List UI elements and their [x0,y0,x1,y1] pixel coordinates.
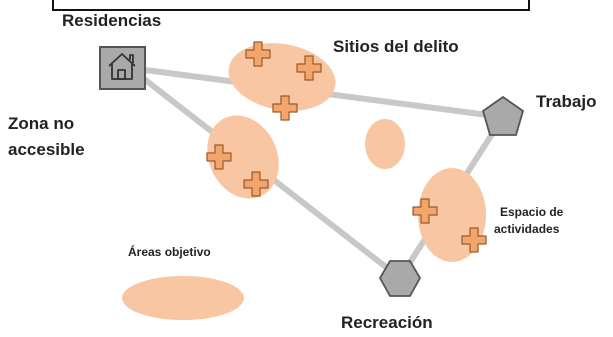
house-icon [108,53,136,80]
crime-markers [206,41,487,253]
target-area-center [365,119,405,169]
crime-marker [206,144,232,170]
target-areas [122,43,486,320]
label-espacio-actividades-1: Espacio de [500,205,564,219]
target-area-left-path [207,115,279,199]
label-zona-no-accesible-1: Zona no [8,114,75,133]
label-sitios-delito: Sitios del delito [333,37,459,56]
top-frame-edge [52,0,530,11]
trabajo-node [481,95,525,136]
crime-marker [296,55,322,81]
label-trabajo: Trabajo [536,92,597,111]
residencias-node [99,46,146,90]
label-espacio-actividades-2: actividades [494,222,560,236]
crime-marker [461,227,487,253]
crime-marker [245,41,271,67]
label-zona-no-accesible-2: accesible [8,140,85,159]
label-recreacion: Recreación [341,313,433,332]
label-residencias: Residencias [62,11,162,30]
label-areas-objetivo: Áreas objetivo [128,245,211,259]
crime-marker [272,95,298,121]
recreacion-node [378,260,422,297]
crime-marker [243,171,269,197]
crime-marker [412,198,438,224]
legend-target-area-swatch [122,276,244,320]
